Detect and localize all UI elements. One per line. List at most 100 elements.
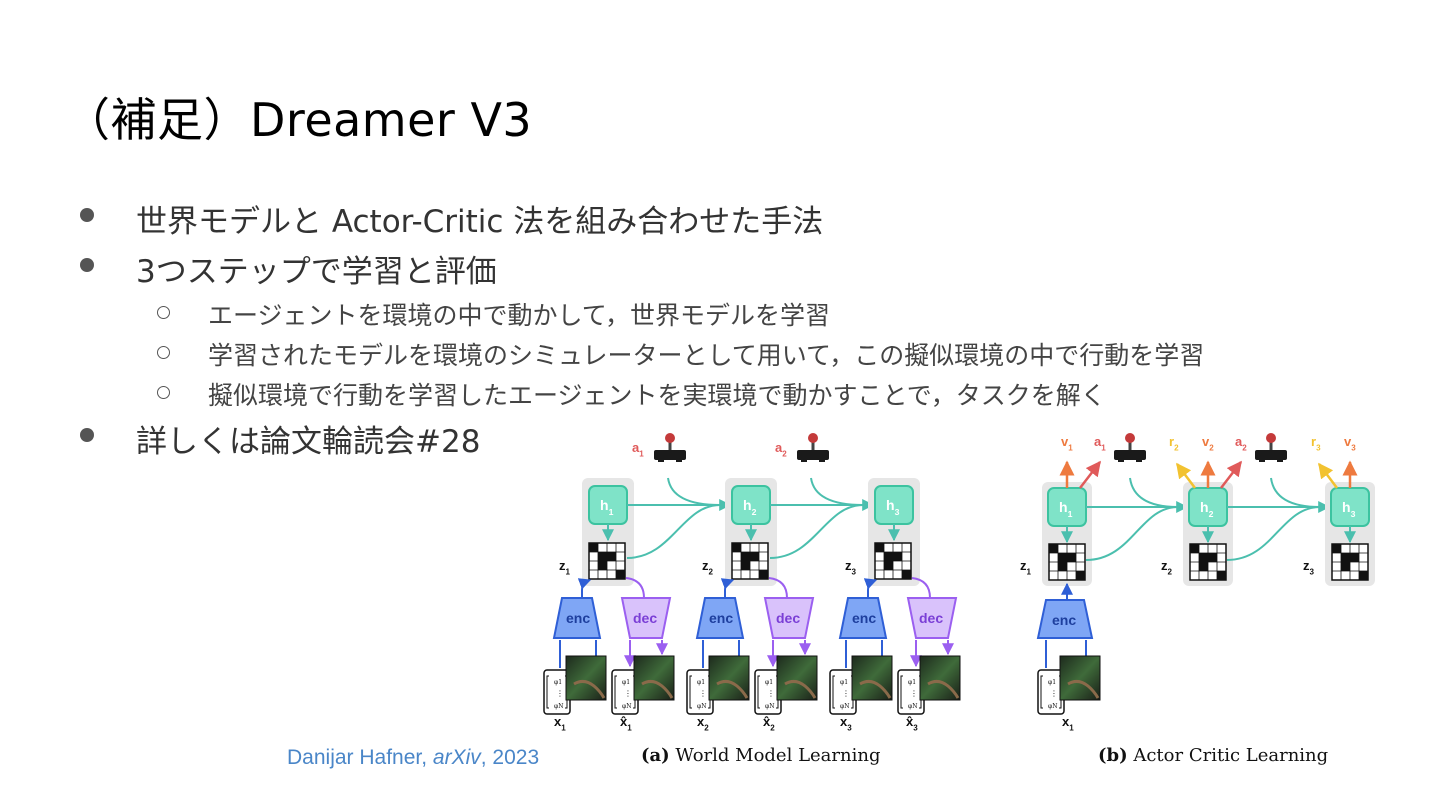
- z-latent-grid: [1331, 543, 1369, 581]
- image-detail: [784, 679, 817, 699]
- latent-grid-cell: [598, 561, 607, 570]
- vector-ellipsis: ⋮: [624, 689, 632, 698]
- caption-b-tag: (b): [1098, 745, 1128, 766]
- x-reconstruction-label: x̂2: [763, 714, 775, 733]
- latent-grid-cell: [1332, 544, 1341, 553]
- action-input-curve: [1270, 477, 1321, 508]
- encoder-trapezoid: [552, 597, 602, 639]
- encoder-label: enc: [566, 610, 590, 626]
- vector-entry: φ1: [840, 679, 848, 686]
- vector-entry: φ1: [554, 679, 562, 686]
- vector-entry: φ1: [622, 679, 630, 686]
- caption-world-model: (a) World Model Learning: [641, 745, 880, 766]
- bullet-dot-icon: [80, 258, 94, 272]
- z-to-decoder-line: [625, 577, 645, 599]
- latent-grid-cell: [1199, 562, 1208, 571]
- latent-grid-cell: [1076, 571, 1085, 580]
- action-arrow: [1220, 460, 1242, 489]
- sub-bullet-circle-icon: [157, 386, 170, 399]
- joystick-knob: [1266, 433, 1276, 443]
- citation-year: , 2023: [480, 746, 540, 769]
- x-observation-label: x1: [554, 714, 566, 733]
- z-latent-label: z1: [1020, 558, 1032, 577]
- latent-grid-cell: [741, 561, 750, 570]
- image-detail: [573, 679, 606, 699]
- encoder-to-z-arrow: [863, 578, 878, 598]
- value-label: v2: [1202, 434, 1214, 453]
- observation-pair: [897, 655, 961, 715]
- joystick-icon: [797, 433, 829, 462]
- image-detail: [641, 679, 674, 699]
- observation-pair: [611, 655, 675, 715]
- z-recurrent-curve: [1226, 506, 1321, 561]
- encoder-to-z-arrow: [720, 578, 735, 598]
- x-observation-label: x3: [840, 714, 852, 733]
- citation-venue: arXiv: [432, 746, 481, 769]
- joystick-foot: [1259, 458, 1265, 462]
- latent-grid-cell: [598, 552, 607, 561]
- encoder-label: enc: [852, 610, 876, 626]
- latent-grid-cell: [1217, 571, 1226, 580]
- vector-ellipsis: ⋮: [842, 689, 850, 698]
- encoder-label: enc: [709, 610, 733, 626]
- vector-entry: φN: [554, 703, 563, 710]
- h-state-label: h3: [886, 497, 900, 517]
- image-detail: [1067, 679, 1100, 699]
- vector-entry: φN: [622, 703, 631, 710]
- z-recurrent-curve: [626, 504, 721, 559]
- bullet-list: 世界モデルと Actor-Critic 法を組み合わせた手法 3つステップで学習…: [80, 196, 1380, 466]
- bullet-dot-icon: [80, 208, 94, 222]
- joystick-knob: [1125, 433, 1135, 443]
- action-input-curve: [1129, 477, 1179, 508]
- vector-entry: φN: [697, 703, 706, 710]
- observation-pair: [1037, 655, 1101, 715]
- latent-grid-cell: [750, 552, 759, 561]
- bullet-dot-icon: [80, 428, 94, 442]
- latent-grid-cell: [607, 552, 616, 561]
- joystick-foot: [676, 458, 682, 462]
- latent-grid-cell: [1359, 571, 1368, 580]
- z-to-decoder-line: [911, 577, 931, 599]
- latent-grid-cell: [1049, 544, 1058, 553]
- citation-author: Danijar Hafner,: [287, 746, 433, 769]
- vector-entry: φN: [1048, 703, 1057, 710]
- latent-grid-cell: [1341, 553, 1350, 562]
- z-latent-label: z1: [559, 558, 571, 577]
- z-latent-grid: [874, 542, 912, 580]
- joystick-base: [1114, 450, 1146, 460]
- x-reconstruction-label: x̂3: [906, 714, 918, 733]
- decoder-trapezoid: [763, 597, 815, 639]
- x-reconstruction-label: x̂1: [620, 714, 632, 733]
- action-arrow: [1079, 460, 1101, 489]
- vector-ellipsis: ⋮: [699, 689, 707, 698]
- observation-pair: [829, 655, 893, 715]
- sub-bullet-text: エージェントを環境の中で動かして，世界モデルを学習: [208, 301, 831, 330]
- z-latent-grid: [731, 542, 769, 580]
- joystick-foot: [1136, 458, 1142, 462]
- joystick-knob: [665, 433, 675, 443]
- bullet-item: 3つステップで学習と評価: [80, 246, 1380, 296]
- latent-grid-cell: [884, 561, 893, 570]
- encoder-to-z-arrow: [577, 578, 592, 598]
- reward-label: r3: [1311, 434, 1321, 453]
- bullet-text: 3つステップで学習と評価: [136, 254, 497, 290]
- vector-ellipsis: ⋮: [910, 689, 918, 698]
- image-detail: [716, 679, 749, 699]
- latent-grid-cell: [1350, 553, 1359, 562]
- latent-grid-cell: [1190, 544, 1199, 553]
- latent-grid-cell: [902, 570, 911, 579]
- bullet-item: 世界モデルと Actor-Critic 法を組み合わせた手法: [80, 196, 1380, 246]
- latent-grid-cell: [1058, 562, 1067, 571]
- z-recurrent-curve: [769, 504, 864, 559]
- decoder-label: dec: [633, 610, 657, 626]
- z-latent-label: z3: [1303, 558, 1315, 577]
- image-detail: [927, 679, 960, 699]
- observation-pair: [686, 655, 750, 715]
- latent-grid-cell: [1058, 553, 1067, 562]
- h-state-label: h2: [743, 497, 757, 517]
- h-state-label: h2: [1200, 499, 1214, 519]
- reward-arrow: [1176, 462, 1196, 489]
- latent-grid-cell: [1208, 553, 1217, 562]
- sub-bullet-item: 学習されたモデルを環境のシミュレーターとして用いて，この擬似環境の中で行動を学習: [80, 336, 1380, 376]
